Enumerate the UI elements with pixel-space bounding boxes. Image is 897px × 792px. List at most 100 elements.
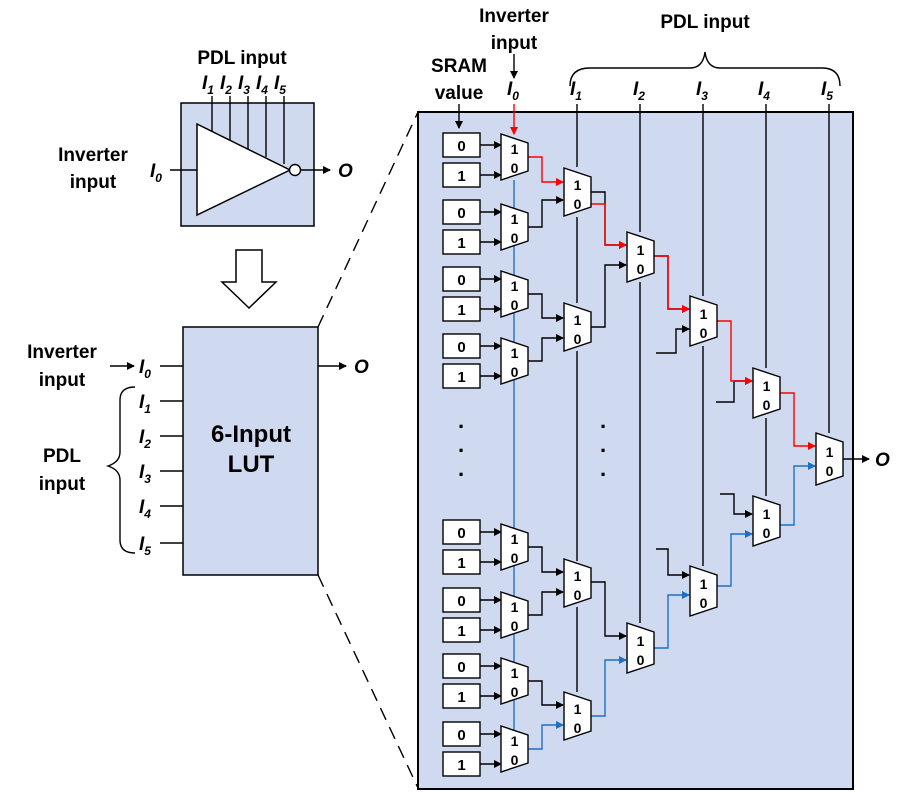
sram-column: 0 1 0 1 0 1 0 1 0 1 0 1 0 1 <box>442 132 481 777</box>
mux-label-top: 1 <box>637 242 645 258</box>
mux-label-top: 1 <box>763 506 771 522</box>
sram-cell <box>442 683 481 709</box>
column-input-i1-label: I1 <box>570 79 582 103</box>
mux-label-top: 1 <box>511 278 519 294</box>
mux-label-bottom: 0 <box>511 618 519 634</box>
mux-label-bottom: 0 <box>826 463 834 479</box>
inverter-pin-i5-label: I5 <box>274 73 286 97</box>
mux-label-bottom: 0 <box>574 196 582 212</box>
lut-title-line1: 6-Input <box>211 421 291 448</box>
sram-cell-value: 1 <box>457 689 465 706</box>
lut-pin-i3-label: I3 <box>139 462 151 486</box>
sram-cell <box>442 132 481 158</box>
mux <box>563 167 592 217</box>
ellipsis-dot: . <box>600 408 606 433</box>
mux-level-5: 1 0 1 0 <box>752 367 781 547</box>
ellipsis-dot: . <box>600 456 606 481</box>
mux-label-top: 1 <box>574 312 582 328</box>
detail-pdl-brace <box>569 51 841 87</box>
mux <box>689 295 718 347</box>
column-input-i3-label: I3 <box>696 79 708 103</box>
lut-pdl-brace <box>105 386 136 554</box>
sram-cell <box>442 587 481 613</box>
mux <box>626 231 655 283</box>
inverter-output-label: O <box>338 161 353 182</box>
ellipsis-left: . . . <box>458 408 464 481</box>
inverter-pdl-input-label: PDL input <box>197 48 287 69</box>
sram-cell-value: 1 <box>457 302 465 319</box>
mux <box>500 657 529 705</box>
mux-label-top: 1 <box>511 733 519 749</box>
mux <box>500 523 529 571</box>
mux <box>752 367 781 419</box>
sram-cell-value: 0 <box>457 138 465 155</box>
column-input-i0-label: I0 <box>507 79 519 103</box>
mux-tree-panel: SRAM value Inverter input PDL input I0 I… <box>417 6 890 790</box>
sram-cell-value: 1 <box>457 168 465 185</box>
sram-cell <box>442 653 481 679</box>
transform-arrow <box>220 249 278 310</box>
ellipsis-dot: . <box>600 432 606 457</box>
mux-level-6: 1 0 <box>815 432 844 486</box>
zoom-line-bottom <box>317 574 419 789</box>
lut-output-label: O <box>354 357 369 378</box>
sram-to-mux-wires <box>480 141 502 768</box>
mux-label-bottom: 0 <box>511 230 519 246</box>
mux-level-4: 1 0 1 0 <box>689 295 718 617</box>
mux <box>500 203 529 251</box>
mux-label-top: 1 <box>763 378 771 394</box>
sram-cell-value: 0 <box>457 525 465 542</box>
sram-cell-value: 0 <box>457 593 465 610</box>
inverter-i0-label: I0 <box>150 161 162 185</box>
mux <box>500 133 529 181</box>
sram-cell <box>442 296 481 322</box>
detail-inverter-label-line1: Inverter <box>479 6 549 27</box>
sram-cell-value: 1 <box>457 369 465 386</box>
mux-level-1: 1 0 1 0 1 0 1 0 1 0 1 0 1 0 1 0 <box>500 133 529 773</box>
mux-label-top: 1 <box>700 576 708 592</box>
sram-cell-value: 1 <box>457 623 465 640</box>
sram-label-line2: value <box>435 83 484 104</box>
mux-label-top: 1 <box>511 345 519 361</box>
ellipsis-dot: . <box>458 432 464 457</box>
inverter-pdl-pin-labels: I1 I2 I3 I4 I5 <box>202 73 286 97</box>
mux-label-bottom: 0 <box>511 684 519 700</box>
inverter-pin-i4-label: I4 <box>256 73 268 97</box>
lut-pin-i5-label: I5 <box>139 534 151 558</box>
mux-label-top: 1 <box>511 211 519 227</box>
detail-inverter-label-line2: input <box>491 33 538 54</box>
sram-cell <box>442 333 481 359</box>
mux-label-bottom: 0 <box>574 720 582 736</box>
inverter-pin-i2-label: I2 <box>220 73 232 97</box>
lut-block: 6-Input LUT Inverter input I0 I1 I2 I3 I… <box>27 326 369 576</box>
lut-pin-i1-label: I1 <box>139 392 151 416</box>
inverter-path-blue <box>528 462 816 750</box>
mux-label-top: 1 <box>574 568 582 584</box>
sram-cell-value: 1 <box>457 235 465 252</box>
lut-pin-labels: I0 I1 I2 I3 I4 I5 <box>139 357 151 558</box>
ellipsis-middle: . . . <box>600 408 606 481</box>
inverter-block: PDL input I1 I2 I3 I4 I5 Inverter input … <box>58 48 353 227</box>
inverter-pin-i1-label: I1 <box>202 73 214 97</box>
sram-cell-value: 0 <box>457 339 465 356</box>
inverter-input-label-line2: input <box>70 172 117 193</box>
mux-label-bottom: 0 <box>637 261 645 277</box>
detail-pdl-input-label: PDL input <box>660 12 750 33</box>
sram-cell-value: 0 <box>457 727 465 744</box>
detail-output-label: O <box>875 450 890 471</box>
mux-final <box>815 432 844 486</box>
sram-cell <box>442 519 481 545</box>
sram-cell <box>442 363 481 389</box>
sram-label-line1: SRAM <box>431 56 487 77</box>
lut-pdl-label-line2: input <box>39 474 86 495</box>
inverter-pdl-pin-wires <box>211 96 285 164</box>
mux-label-bottom: 0 <box>511 160 519 176</box>
lut-pdl-label-line1: PDL <box>43 446 81 467</box>
mux <box>500 725 529 773</box>
mux-label-bottom: 0 <box>700 325 708 341</box>
sram-cell <box>442 549 481 575</box>
mux <box>752 495 781 547</box>
mux-label-top: 1 <box>511 599 519 615</box>
inverter-bubble <box>288 163 302 177</box>
sram-cell-value: 1 <box>457 757 465 774</box>
